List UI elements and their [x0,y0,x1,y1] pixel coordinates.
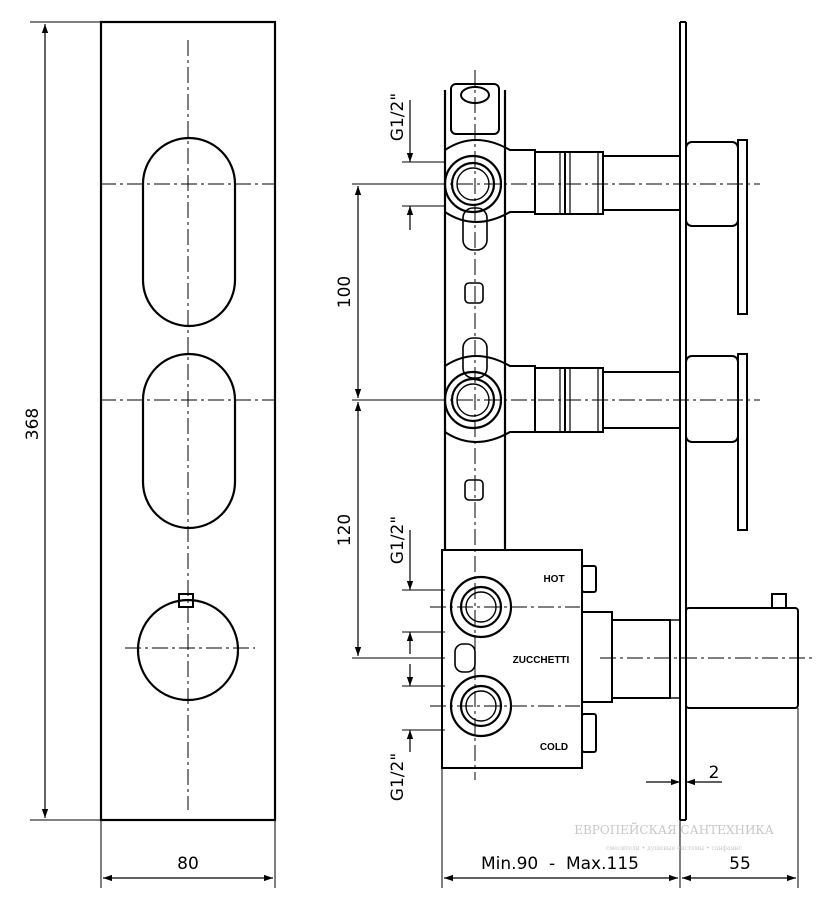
middle-valve [443,353,748,531]
thread-label-top: G1/2" [388,93,408,141]
top-lever-slot [141,136,237,328]
width-dimension-text: 80 [177,854,199,874]
top-valve [443,139,748,315]
side-dimensions [352,100,799,888]
hole-lower [464,479,484,501]
handle-indicator [771,593,787,609]
depth-range-text: Min.90 - Max.115 [481,854,639,874]
knob-indicator [178,593,194,608]
watermark-subtitle: смесители • душевые системы • санфаянс [606,845,742,852]
hot-label: HOT [543,574,564,585]
thermostat-knob [136,598,240,702]
thermostat-body [441,549,799,769]
height-dimension-text: 368 [23,408,43,440]
spacing-top-text: 100 [335,276,355,308]
plate-thickness-text: 2 [709,763,720,783]
watermark-title: ЕВРОПЕЙСКАЯ САНТЕХНИКА [574,821,774,837]
cover-plate [99,20,277,822]
middle-lever-slot [141,352,237,530]
middle-lever [685,355,739,443]
spacing-bottom-text: 120 [335,514,355,546]
hole-upper [464,282,484,304]
side-view [441,21,799,821]
handle-depth-text: 55 [729,854,751,874]
thread-label-middle: G1/2" [388,516,408,564]
front-view [99,20,277,822]
brand-label: ZUCCHETTI [513,655,570,666]
front-dimensions [30,21,276,888]
thread-label-bottom: G1/2" [388,753,408,801]
cold-label: COLD [540,742,568,753]
side-centerlines [430,70,812,780]
